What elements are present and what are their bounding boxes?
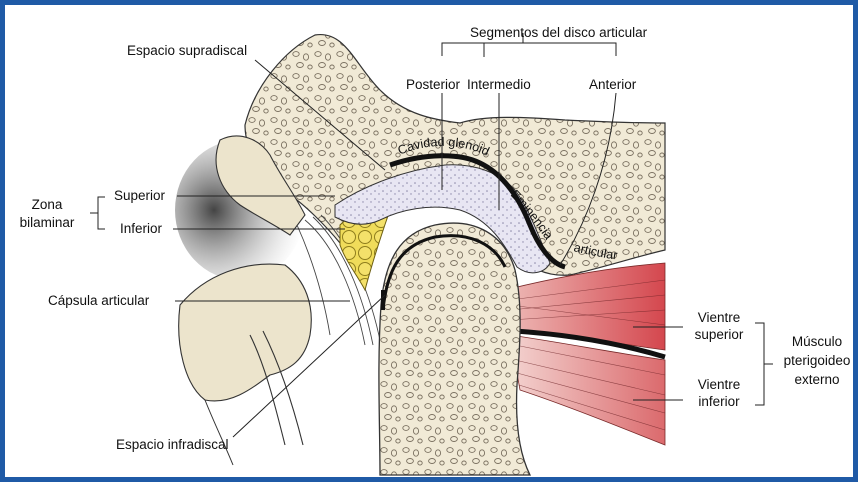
label-anterior: Anterior [589, 78, 636, 92]
label-pterigoideo: pterigoideo [777, 354, 857, 368]
label-zona: Zona [17, 198, 77, 212]
label-vientre-inferior-2: inferior [689, 395, 749, 409]
label-vientre-superior-2: superior [689, 328, 749, 342]
styloid-region [179, 264, 312, 401]
label-superior: Superior [114, 189, 165, 203]
label-espacio-infradiscal: Espacio infradiscal [116, 438, 229, 452]
label-vientre-superior-1: Vientre [689, 311, 749, 325]
label-inferior: Inferior [120, 222, 162, 236]
label-posterior: Posterior [406, 78, 460, 92]
label-bilaminar: bilaminar [12, 216, 82, 230]
label-musculo: Músculo [777, 335, 857, 349]
label-espacio-supradiscal: Espacio supradiscal [127, 44, 247, 58]
label-vientre-inferior-1: Vientre [689, 378, 749, 392]
label-capsula-articular: Cápsula articular [48, 294, 149, 308]
label-externo: externo [777, 373, 857, 387]
bone-edge [205, 400, 233, 465]
label-intermedio: Intermedio [467, 78, 531, 92]
label-segmentos: Segmentos del disco articular [470, 26, 647, 40]
mandibular-condyle [379, 223, 530, 475]
